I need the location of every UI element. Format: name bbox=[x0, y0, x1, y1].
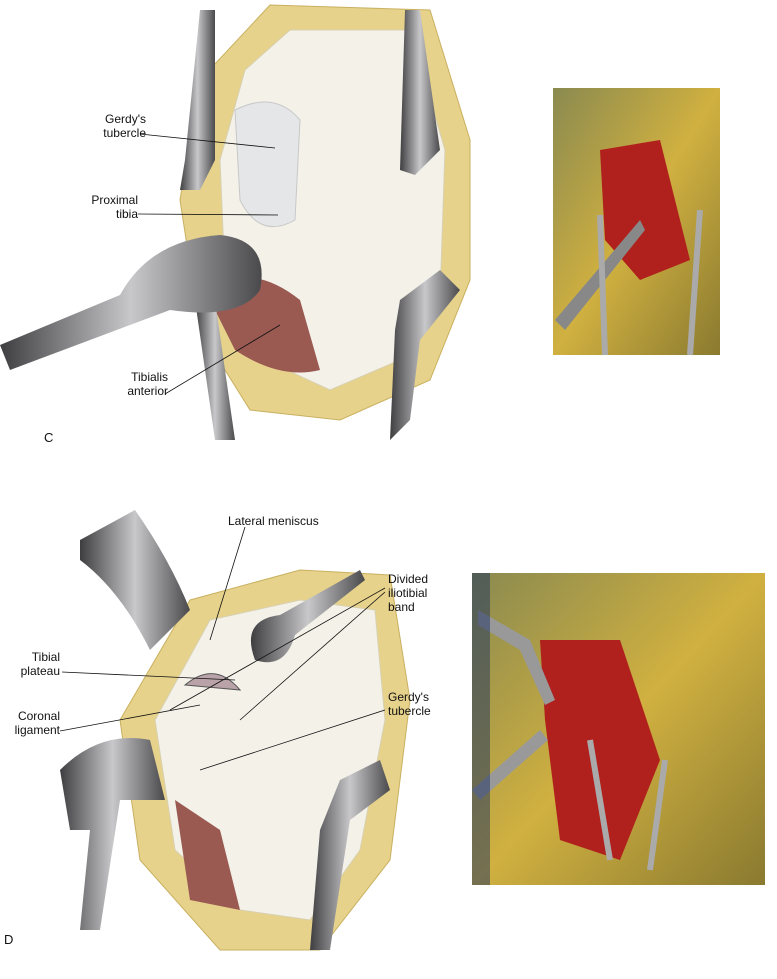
label-line: Divided bbox=[388, 572, 429, 586]
label-line: tubercle bbox=[103, 126, 146, 140]
label-line: Gerdy's bbox=[388, 690, 429, 704]
retractor-icon bbox=[390, 270, 460, 440]
label-lateral-meniscus: Lateral meniscus bbox=[228, 514, 319, 528]
retractor-icon bbox=[60, 738, 165, 930]
label-tibial-plateau: Tibial plateau bbox=[0, 650, 60, 678]
label-line: ligament bbox=[14, 723, 60, 737]
label-line: plateau bbox=[20, 664, 60, 678]
label-line: Tibialis bbox=[131, 370, 168, 384]
label-line: Tibial bbox=[31, 650, 60, 664]
spatula-retractor-icon bbox=[250, 570, 365, 663]
label-line: Gerdy's bbox=[105, 112, 146, 126]
label-gerdys-tubercle-d: Gerdy's tubercle bbox=[388, 690, 431, 718]
label-divided-iliotibial-band: Divided iliotibial band bbox=[388, 572, 428, 614]
label-line: band bbox=[388, 600, 415, 614]
label-line: iliotibial bbox=[388, 586, 428, 600]
panel-letter-c: C bbox=[44, 430, 54, 445]
label-line: Proximal bbox=[91, 193, 138, 207]
retractor-icon bbox=[180, 10, 215, 190]
leader-lines bbox=[59, 133, 386, 771]
label-line: anterior bbox=[127, 384, 168, 398]
retractor-icon bbox=[310, 760, 390, 950]
panel-c-illustration bbox=[0, 4, 471, 440]
label-coronal-ligament: Coronal ligament bbox=[0, 709, 60, 737]
label-proximal-tibia: Proximal tibia bbox=[70, 193, 138, 221]
label-line: tibia bbox=[115, 207, 138, 221]
retractor-icon bbox=[400, 10, 440, 175]
panel-letter-d: D bbox=[4, 932, 14, 947]
retractor-icon bbox=[80, 510, 190, 650]
retractor-icon bbox=[195, 300, 235, 440]
label-line: Coronal bbox=[17, 709, 60, 723]
panel-d-illustration bbox=[60, 510, 411, 951]
spatula-retractor-icon bbox=[0, 235, 262, 370]
label-line: tubercle bbox=[388, 704, 431, 718]
label-gerdys-tubercle-c: Gerdy's tubercle bbox=[78, 112, 146, 140]
label-tibialis-anterior: Tibialis anterior bbox=[100, 370, 168, 398]
